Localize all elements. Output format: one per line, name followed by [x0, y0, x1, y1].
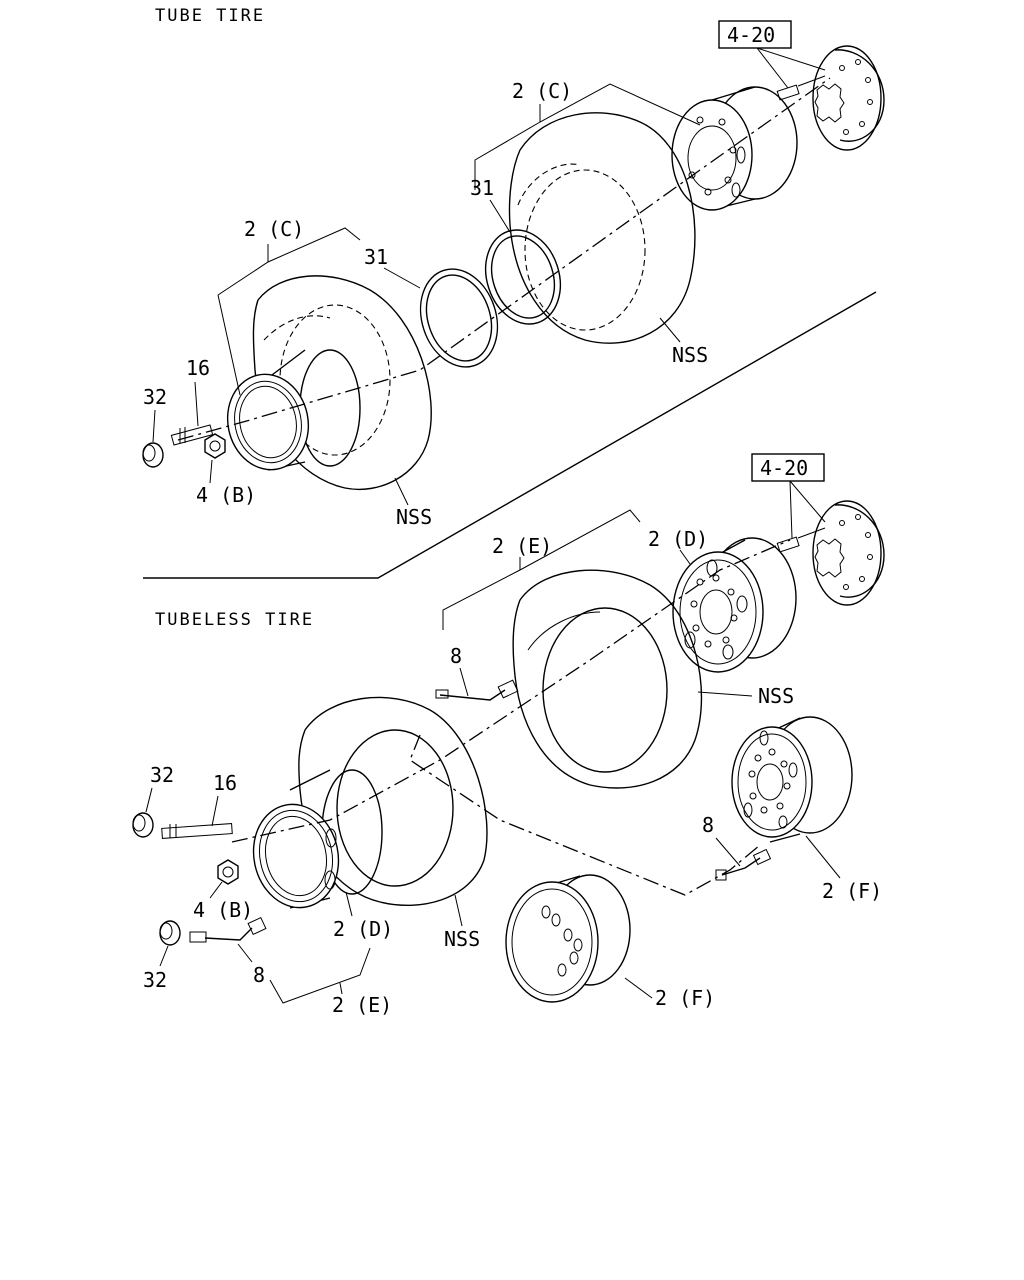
callout-2c-left: 2 (C) [244, 217, 304, 241]
axis-line-tube [177, 77, 831, 441]
callout-31-left: 31 [364, 245, 388, 269]
callout-4b-tube: 4 (B) [196, 483, 256, 507]
callout-nss-tl-left: NSS [444, 927, 480, 951]
valve-cap-32-tube [142, 442, 164, 468]
callout-nss-tube-right: NSS [672, 343, 708, 367]
leader-2e-bottom [339, 982, 343, 995]
tire-tubeless-right [512, 569, 703, 789]
valve-extension-8-bottom [189, 916, 267, 943]
hub-drum-tubeless [812, 500, 885, 606]
tire-tubeless-left [298, 696, 488, 906]
bracket-2c-right [474, 83, 701, 190]
callout-2f-bottom: 2 (F) [655, 986, 715, 1010]
hub-stud-tubeless [776, 527, 826, 553]
leader-8-bottom [237, 943, 253, 963]
leader-2f-right [805, 835, 841, 879]
callout-8-top: 8 [450, 644, 462, 668]
leader-16-tube [194, 381, 199, 427]
bracket-2e-top [442, 509, 641, 630]
leader-32-tl-top [145, 787, 153, 813]
leader-8-right [715, 837, 741, 867]
ref-box-4-20-top: 4-20 [718, 20, 826, 89]
callout-nss-tube-left: NSS [396, 505, 432, 529]
rim-tube-right [671, 86, 798, 211]
leader-31-left [383, 267, 421, 289]
valve-extension-16-tube [170, 424, 214, 446]
leader-2d-top [679, 549, 691, 565]
valve-cap-32-tubeless-top [132, 812, 154, 838]
ref-box-4-20-bottom: 4-20 [751, 453, 826, 539]
tire-tube-right [508, 112, 696, 344]
tubeless-tire-title: TUBELESS TIRE [155, 610, 314, 630]
rim-tube-left [226, 349, 361, 471]
callout-2d-top: 2 (D) [648, 527, 708, 551]
svg-text:4-20: 4-20 [727, 23, 775, 47]
tube-tire-title: TUBE TIRE [155, 6, 265, 26]
valve-cap-32-tubeless-bottom [159, 920, 181, 946]
leader-nss-tl-left [454, 894, 463, 927]
section-divider-line [143, 291, 877, 579]
callout-2d-bottom: 2 (D) [333, 917, 393, 941]
leader-32-tl-bottom [159, 945, 169, 967]
rim-tubeless-left [252, 769, 383, 909]
callout-16-tube: 16 [186, 356, 210, 380]
bracket-2e-bottom [269, 947, 371, 1004]
callout-8-bottom: 8 [253, 963, 265, 987]
nut-4b-tube [204, 433, 226, 459]
callout-2e-bottom: 2 (E) [332, 993, 392, 1017]
lock-ring-31-right [484, 229, 562, 325]
callout-2f-right: 2 (F) [822, 879, 882, 903]
hub-drum-tube [812, 45, 885, 151]
callout-16-tl: 16 [213, 771, 237, 795]
callout-2c-right: 2 (C) [512, 79, 572, 103]
leader-nss-tube-right [659, 317, 681, 343]
axis-branch-tubeless [409, 734, 761, 896]
leader-31-right [489, 199, 511, 233]
leader-2f-bottom [624, 977, 653, 999]
lock-ring-31-left [419, 268, 499, 368]
leader-nss-tube-left [394, 477, 409, 506]
valve-extension-8-top [435, 679, 519, 701]
nut-4b-tubeless [217, 859, 239, 885]
callout-2e-top: 2 (E) [492, 534, 552, 558]
callout-32-tube: 32 [143, 385, 167, 409]
leader-8-top [459, 667, 469, 697]
bracket-2c-left [217, 227, 361, 296]
svg-text:4-20: 4-20 [760, 456, 808, 480]
callout-32-tl-bottom: 32 [143, 968, 167, 992]
leader-4b-tube [209, 459, 213, 484]
leader-16-tl [211, 795, 219, 827]
leader-2d-bottom [345, 891, 353, 917]
wheel-2f-bottom [505, 874, 631, 1003]
wheel-2d-top [672, 537, 797, 673]
valve-extension-8-right [715, 848, 772, 881]
wheel-2f-right [731, 716, 853, 843]
callout-4b-tl: 4 (B) [193, 898, 253, 922]
valve-extension-16-tubeless [161, 823, 233, 839]
callout-8-right: 8 [702, 813, 714, 837]
hub-stud-tube [776, 75, 826, 101]
leader-4b-tl [209, 881, 223, 899]
callout-32-tl-top: 32 [150, 763, 174, 787]
leader-nss-tl-right [697, 691, 753, 697]
bracket-2c-left-drop [217, 294, 241, 396]
callout-31-right: 31 [470, 176, 494, 200]
leader-32-tube [152, 409, 156, 443]
callout-nss-tl-right: NSS [758, 684, 794, 708]
